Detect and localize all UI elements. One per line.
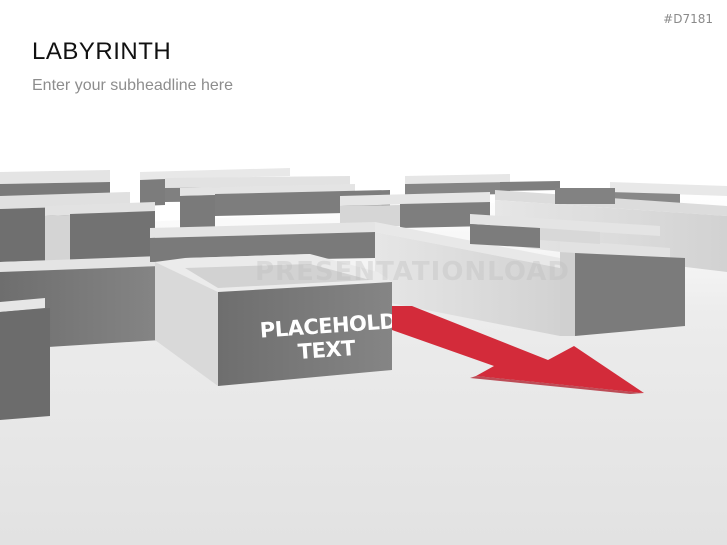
red-arrow-icon bbox=[392, 306, 644, 393]
maze-left-walls bbox=[0, 202, 160, 420]
slide-subtitle[interactable]: Enter your subheadline here bbox=[32, 77, 234, 94]
maze-center-walls bbox=[150, 214, 685, 336]
watermark-text: PRESENTATIONLOAD bbox=[255, 257, 570, 287]
slide-title[interactable]: LABYRINTH bbox=[32, 38, 172, 65]
placeholder-text-line2[interactable]: TEXT bbox=[297, 336, 357, 364]
slide-id: #D7181 bbox=[663, 12, 713, 26]
arrow-shadow bbox=[470, 376, 644, 394]
